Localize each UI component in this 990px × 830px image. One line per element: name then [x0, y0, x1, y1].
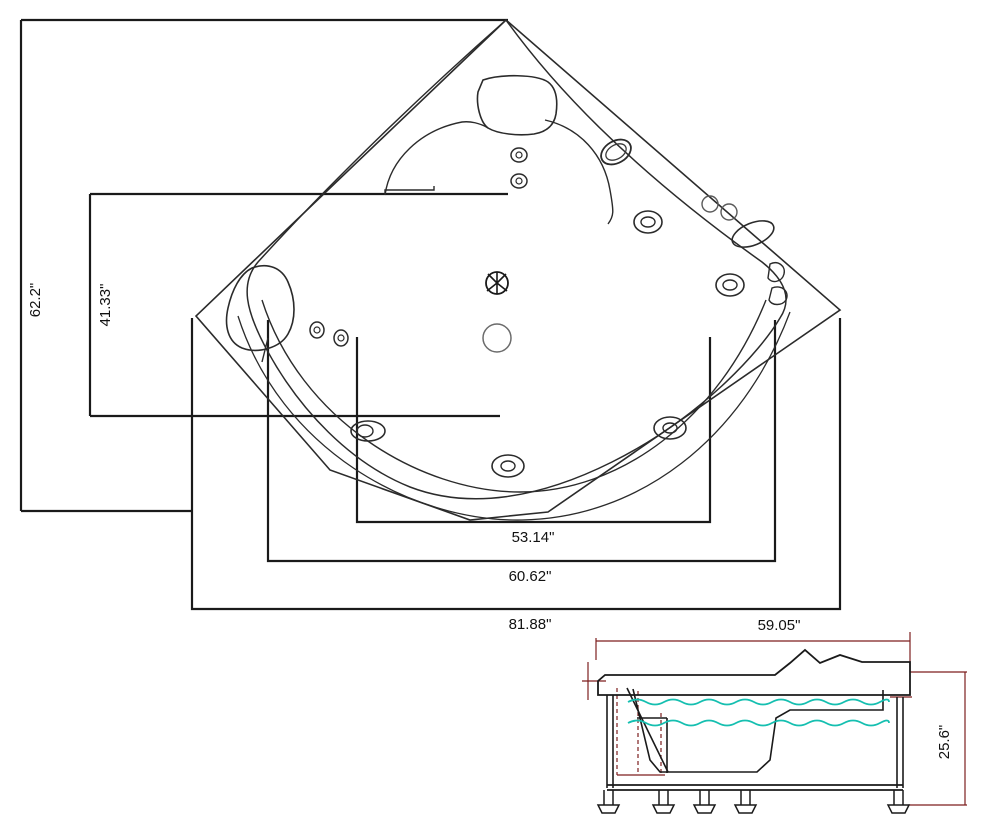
- water-line-lower: [627, 719, 890, 727]
- tub-inner-basin: [246, 18, 787, 500]
- center-drain: [482, 323, 512, 353]
- tub-floor-arc: [261, 299, 767, 493]
- water-jets: [350, 210, 745, 478]
- control-button-2[interactable]: [720, 203, 738, 221]
- headrest-top-pillow: [476, 74, 558, 136]
- side-diagonal-line: [626, 687, 669, 773]
- leg-5: [886, 790, 911, 814]
- ring-jet-4: [491, 454, 525, 478]
- water-lines: [627, 698, 890, 727]
- leg-3: [692, 790, 717, 814]
- dim-label-62: 62.2": [27, 283, 44, 318]
- dim-label-59: 59.05": [758, 617, 801, 634]
- overflow-drain: [600, 138, 632, 166]
- small-jet-top-2: [510, 173, 528, 189]
- small-jet-left-1: [309, 321, 325, 339]
- side-elevation-view: [582, 632, 967, 814]
- dimension-frames-top-view: [19, 18, 842, 611]
- ring-jet-3: [350, 420, 386, 442]
- tub-ledge-contour-right: [544, 119, 614, 225]
- ring-jet-5: [653, 416, 687, 440]
- ring-jet-2: [715, 273, 745, 297]
- leg-2: [651, 790, 676, 814]
- tub-ledge-drop-left: [384, 186, 435, 195]
- dim-label-53: 53.14": [512, 529, 555, 546]
- side-tub-outline: [597, 648, 911, 773]
- tub-floor-arc-2: [237, 311, 791, 521]
- dim-label-25: 25.6": [936, 725, 953, 760]
- small-jet-left-2: [333, 329, 349, 347]
- air-jet-star: [485, 271, 509, 295]
- leg-1: [596, 790, 621, 814]
- headrest-left-pillow: [225, 264, 295, 352]
- water-line-upper: [627, 698, 890, 706]
- leg-4: [733, 790, 758, 814]
- tub-outer-outline: [194, 18, 842, 521]
- small-jet-top-1: [510, 147, 528, 163]
- side-rim-slab: [597, 648, 911, 696]
- dim-bracket-60: [266, 320, 777, 563]
- tub-ledge-contour: [384, 121, 489, 196]
- dim-bracket-81: [190, 318, 842, 611]
- control-button-1[interactable]: [701, 195, 719, 213]
- side-basin-profile: [632, 688, 884, 773]
- tub-top-view: [194, 18, 842, 521]
- support-frame: [606, 695, 904, 791]
- dim-label-41: 41.33": [97, 284, 114, 327]
- dim-label-60: 60.62": [509, 568, 552, 585]
- small-jet-right-1: [767, 262, 785, 283]
- ring-jet-1: [633, 210, 663, 234]
- headrest-left-tail: [261, 337, 269, 363]
- small-jet-right-2: [768, 286, 788, 306]
- dim-bracket-53: [355, 337, 712, 524]
- adjustable-legs: [596, 790, 911, 814]
- small-jets: [309, 147, 528, 347]
- dim-label-81: 81.88": [509, 616, 552, 633]
- control-panel-oval[interactable]: [728, 216, 777, 253]
